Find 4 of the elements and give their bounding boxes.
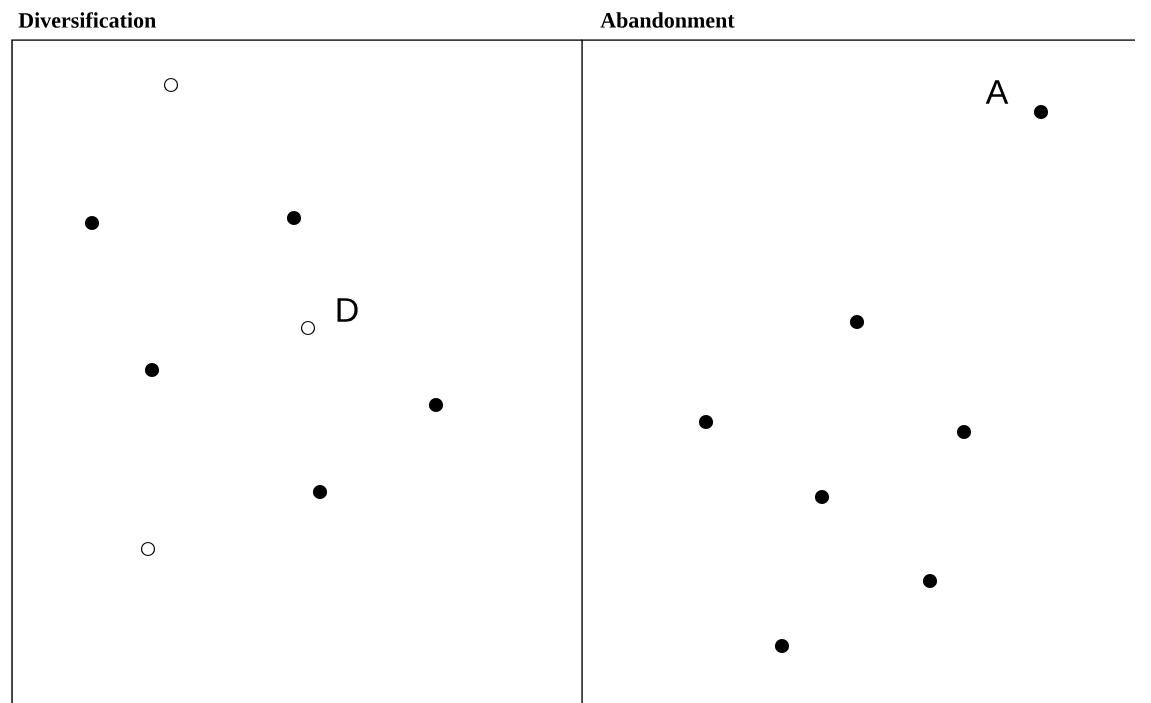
point-letter: D: [337, 298, 358, 322]
panel-heading: Abandonment: [600, 12, 735, 28]
point-letter: A: [985, 80, 1009, 104]
panel-heading: Diversification: [18, 12, 156, 28]
